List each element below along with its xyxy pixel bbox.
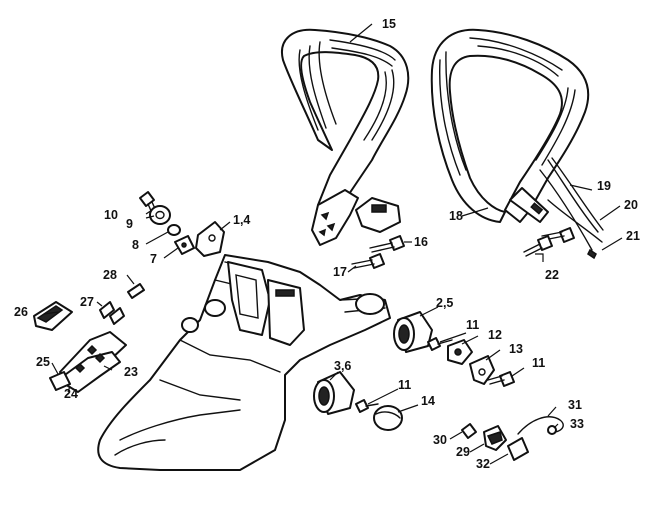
screw-11-lower [355, 399, 379, 413]
callout-30: 30 [433, 433, 447, 447]
trigger-23-24-25 [49, 331, 127, 393]
part-7 [174, 235, 195, 255]
callout-18: 18 [449, 209, 463, 223]
callout-15: 15 [382, 17, 396, 31]
cap-14 [373, 405, 403, 431]
callout-7: 7 [150, 252, 157, 266]
part-29 [483, 425, 507, 451]
part-3-6 [313, 371, 355, 415]
front-handle-15 [281, 28, 410, 246]
part-8 [167, 224, 181, 236]
rear-handle-18 [430, 28, 590, 223]
callout-31: 31 [568, 398, 582, 412]
pins-27 [99, 301, 125, 325]
part-32 [507, 437, 529, 461]
callout-11c: 11 [398, 378, 411, 392]
part-31-33 [517, 416, 564, 435]
callout-10: 10 [104, 208, 118, 222]
screw-17 [351, 253, 385, 269]
callout-11a: 11 [466, 318, 479, 332]
callout-25: 25 [36, 355, 50, 369]
callout-11b: 11 [532, 356, 545, 370]
callout-16: 16 [414, 235, 428, 249]
callout-9: 9 [126, 217, 133, 231]
callout-28: 28 [103, 268, 117, 282]
washer-9 [149, 205, 171, 225]
part-2-5 [393, 311, 433, 353]
rod-28 [127, 283, 145, 299]
callout-8: 8 [132, 238, 139, 252]
part-13 [469, 355, 495, 385]
callout-24: 24 [64, 387, 78, 401]
block-26 [33, 301, 73, 331]
callout-14: 14 [421, 394, 435, 408]
callout-13: 13 [509, 342, 523, 356]
screw-11-right [487, 371, 515, 387]
part-30 [461, 423, 477, 439]
callout-labels: 15 10 9 1,4 8 7 16 17 18 19 20 21 22 28 … [14, 17, 640, 471]
callout-23: 23 [124, 365, 138, 379]
callout-1-4: 1,4 [233, 213, 250, 227]
part-1-4 [195, 221, 225, 257]
callout-12: 12 [488, 328, 502, 342]
callout-22: 22 [545, 268, 559, 282]
callout-21: 21 [626, 229, 640, 243]
main-housing [97, 254, 391, 471]
screw-11-upper [427, 337, 453, 351]
leader-lines [43, 23, 623, 465]
screws-22 [523, 227, 575, 257]
callout-17: 17 [333, 265, 347, 279]
callout-33: 33 [570, 417, 584, 431]
callout-3-6: 3,6 [334, 359, 351, 373]
part-12 [447, 339, 473, 365]
callout-27: 27 [80, 295, 94, 309]
callout-32: 32 [476, 457, 490, 471]
callout-29: 29 [456, 445, 470, 459]
cable-19-20-21 [539, 157, 604, 260]
callout-2-5: 2,5 [436, 296, 453, 310]
callout-26: 26 [14, 305, 28, 319]
screw-16 [369, 235, 405, 253]
callout-19: 19 [597, 179, 611, 193]
callout-20: 20 [624, 198, 638, 212]
